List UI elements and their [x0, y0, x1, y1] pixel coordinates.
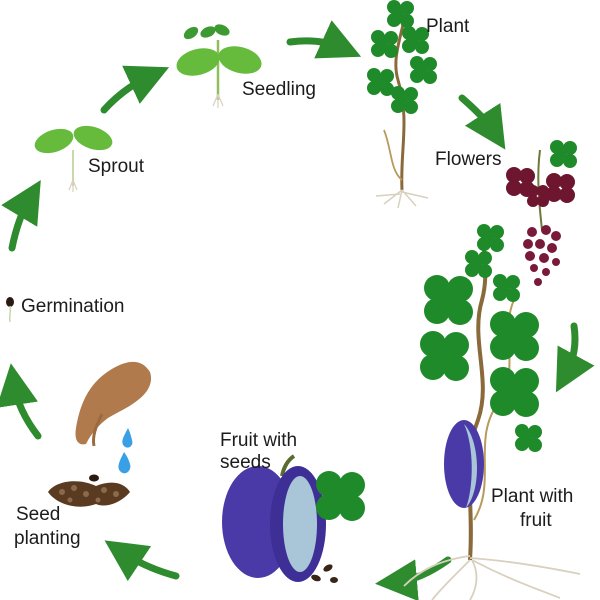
- cycle-arrow-icon: [0, 363, 42, 440]
- label-plant-with-fruit-line1: Plant with: [491, 486, 574, 507]
- label-seed-planting-line1: Seed: [16, 504, 61, 525]
- cycle-arrow-icon: [555, 322, 595, 393]
- flowers-illustration: [506, 140, 577, 286]
- label-fruit-with-seeds-line1: Fruit with: [220, 430, 298, 451]
- label-fruit-with-seeds-line2: seeds: [220, 452, 271, 473]
- label-seed-planting-line2: planting: [14, 528, 81, 549]
- label-germination: Germination: [21, 296, 125, 317]
- cycle-arrow-icon: [286, 20, 362, 59]
- seed-icon: [6, 297, 14, 307]
- label-plant: Plant: [426, 16, 470, 37]
- label-flowers: Flowers: [435, 149, 502, 170]
- hand-icon: [75, 361, 152, 445]
- cycle-arrow-icon: [1, 179, 41, 252]
- label-sprout: Sprout: [88, 156, 144, 177]
- cycle-arrow-icon: [100, 65, 170, 114]
- water-drop-icon: [118, 452, 131, 474]
- cycle-arrow-icon: [375, 556, 452, 600]
- label-seedling: Seedling: [242, 79, 316, 100]
- seed-planting-illustration: [48, 361, 152, 507]
- seedling-illustration: [176, 24, 262, 108]
- germination-illustration: [6, 297, 14, 323]
- seed-icon: [89, 474, 99, 482]
- water-drop-icon: [122, 428, 133, 448]
- label-plant-with-fruit-line2: fruit: [520, 510, 552, 531]
- sprout-illustration: [34, 125, 113, 192]
- plant-illustration: [367, 0, 437, 209]
- plant-with-fruit-illustration: [403, 224, 581, 600]
- cycle-arrows: [0, 20, 595, 600]
- cycle-arrow-icon: [458, 94, 506, 150]
- fruit-with-seeds-illustration: [222, 454, 365, 583]
- cycle-arrow-icon: [104, 540, 180, 582]
